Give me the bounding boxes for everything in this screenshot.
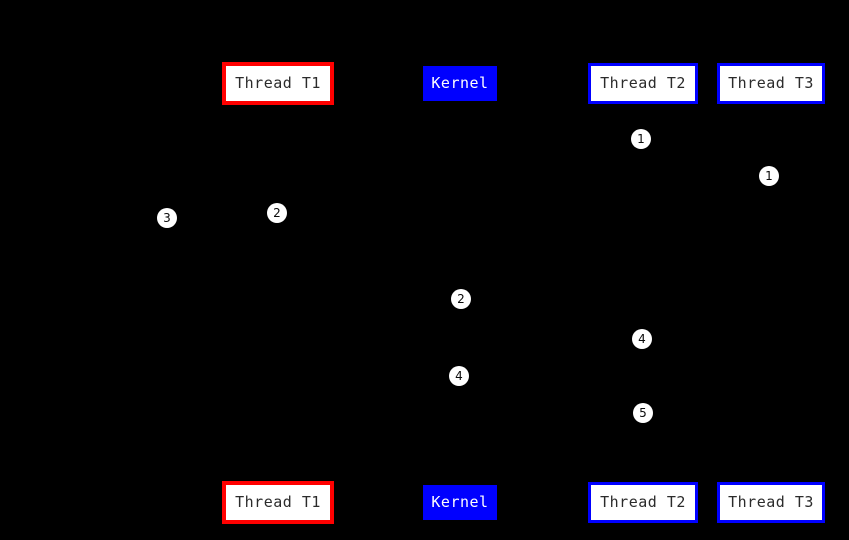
lifeline-stub-t3-bottom: [770, 475, 772, 482]
participant-label: Kernel: [431, 493, 489, 511]
sequence-bullet-number: 1: [637, 132, 645, 146]
participant-label: Thread T3: [728, 74, 814, 92]
sequence-bullet: 3: [157, 208, 177, 228]
participant-label: Thread T1: [235, 493, 321, 511]
sequence-bullet: 2: [267, 203, 287, 223]
message-line: [278, 176, 771, 177]
lifeline-stub-t2-top: [642, 103, 644, 109]
participant-box-thread-t3-top[interactable]: Thread T3: [717, 63, 825, 104]
lifeline-stub-t1-bottom: [277, 475, 279, 482]
sequence-bullet-number: 5: [639, 406, 647, 420]
participant-label: Thread T2: [600, 493, 686, 511]
message-line: [278, 376, 460, 377]
sequence-bullet: 2: [451, 289, 471, 309]
sequence-bullet: 1: [759, 166, 779, 186]
sequence-bullet-number: 4: [638, 332, 646, 346]
lifeline-t3: [771, 105, 772, 481]
participant-box-kernel-bottom[interactable]: Kernel: [423, 485, 497, 520]
message-line: [460, 339, 643, 340]
sequence-bullet: 5: [633, 403, 653, 423]
sequence-bullet-number: 2: [457, 292, 465, 306]
participant-label: Thread T2: [600, 74, 686, 92]
sequence-bullet: 1: [631, 129, 651, 149]
message-line: [460, 413, 643, 414]
participant-label: Thread T3: [728, 493, 814, 511]
lifeline-stub-t1-top: [277, 104, 279, 110]
participant-box-thread-t2-top[interactable]: Thread T2: [588, 63, 698, 104]
sequence-bullet-number: 3: [163, 211, 171, 225]
lifeline-stub-t2-bottom: [642, 475, 644, 482]
participant-label: Thread T1: [235, 74, 321, 92]
sequence-bullet-number: 4: [455, 369, 463, 383]
message-line: [278, 299, 460, 300]
lifeline-t1: [278, 105, 279, 481]
sequence-bullet: 4: [632, 329, 652, 349]
participant-box-thread-t3-bottom[interactable]: Thread T3: [717, 482, 825, 523]
participant-label: Kernel: [431, 74, 489, 92]
message-line: [278, 139, 643, 140]
sequence-bullet-number: 1: [765, 169, 773, 183]
lifeline-stub-t3-top: [770, 103, 772, 109]
sequence-bullet: 4: [449, 366, 469, 386]
participant-box-thread-t1-top[interactable]: Thread T1: [222, 62, 334, 105]
participant-box-thread-t1-bottom[interactable]: Thread T1: [222, 481, 334, 524]
lifeline-t2: [643, 105, 644, 481]
participant-box-thread-t2-bottom[interactable]: Thread T2: [588, 482, 698, 523]
message-line: [167, 218, 278, 219]
participant-box-kernel-top[interactable]: Kernel: [423, 66, 497, 101]
sequence-bullet-number: 2: [273, 206, 281, 220]
